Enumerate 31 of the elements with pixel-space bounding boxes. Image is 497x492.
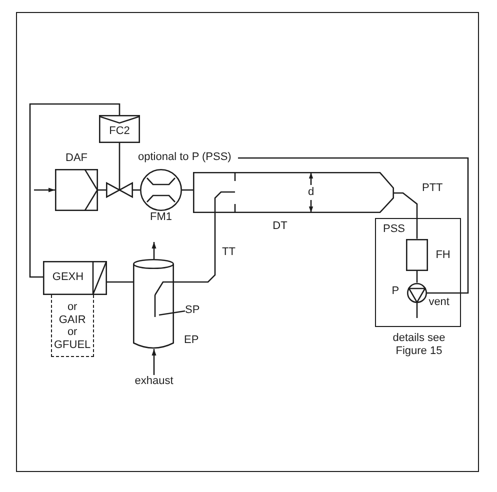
signal-line xyxy=(238,157,469,294)
inlet-arrow xyxy=(152,349,156,375)
component-label: DT xyxy=(272,220,288,233)
signal-line xyxy=(107,281,133,283)
component-label: FM1 xyxy=(150,211,172,224)
transfer-tube xyxy=(394,192,418,239)
component-label: GEXH xyxy=(52,271,84,284)
component-label: FH xyxy=(436,248,450,262)
outlet-label: vent xyxy=(428,296,450,308)
signal-line xyxy=(118,143,120,181)
inlet-label: exhaust xyxy=(134,375,174,388)
signal-line xyxy=(29,103,120,278)
alternative-box: or GAIR or GFUEL xyxy=(51,295,94,357)
caption-text: details see Figure 15 xyxy=(392,332,446,358)
dimension-label: d xyxy=(308,186,314,199)
component-label: P xyxy=(392,284,400,298)
component-label: PSS xyxy=(383,223,406,236)
transfer-tube xyxy=(154,213,216,296)
pipe-line xyxy=(133,189,140,191)
edge-label: optional to P (PSS) xyxy=(137,151,232,164)
outlet-arrow xyxy=(152,242,156,259)
pipe-line xyxy=(182,189,193,191)
component-label: FC2 xyxy=(109,125,130,138)
pipe-line xyxy=(98,189,106,191)
part-label: SP xyxy=(185,304,200,317)
vent-line xyxy=(416,302,418,318)
component-label: DAF xyxy=(66,152,88,165)
leader-line xyxy=(158,310,186,316)
component-label: EP xyxy=(184,334,199,347)
inlet-arrow xyxy=(34,188,55,192)
pipe-line xyxy=(416,270,418,283)
